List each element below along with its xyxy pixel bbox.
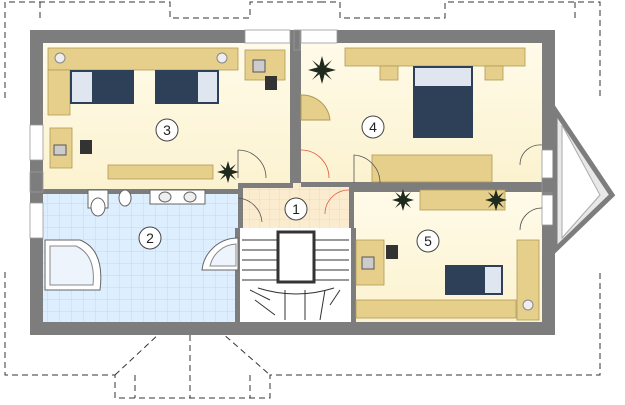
staircase — [242, 230, 349, 321]
room-5-furniture — [355, 189, 543, 321]
interior-walls — [43, 43, 542, 322]
room-5-marker: 5 — [416, 229, 440, 253]
room-1-label: 1 — [292, 201, 300, 217]
room-3-marker: 3 — [155, 118, 179, 142]
windows — [29, 29, 556, 239]
plants — [217, 56, 507, 211]
room-1-marker: 1 — [284, 197, 308, 221]
room-2-label: 2 — [146, 230, 154, 246]
roof-outline — [4, 1, 601, 399]
room-markers: 1 2 3 4 5 — [138, 115, 440, 253]
room-2-marker: 2 — [138, 226, 162, 250]
bathroom-fixtures — [44, 189, 239, 291]
room-3-label: 3 — [163, 122, 171, 138]
balcony — [552, 101, 616, 256]
room-4-furniture — [300, 47, 543, 183]
doors — [237, 149, 381, 223]
room-5-label: 5 — [424, 233, 432, 249]
room-4-marker: 4 — [361, 115, 385, 139]
room-3-furniture — [47, 47, 286, 180]
room-4-label: 4 — [369, 119, 377, 135]
